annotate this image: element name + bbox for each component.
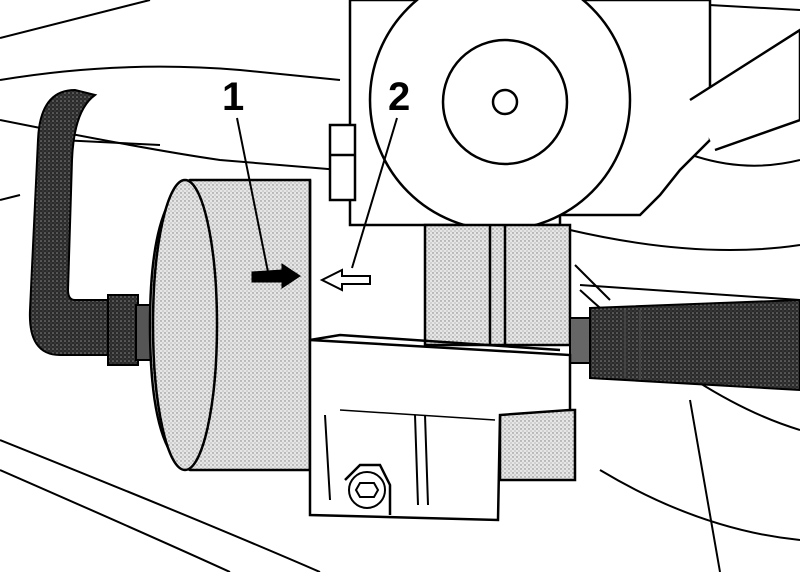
mounting-bolt bbox=[348, 471, 386, 509]
callout-2-label: 2 bbox=[388, 75, 410, 119]
callout-1: 1 bbox=[222, 75, 301, 289]
left-fuel-hose bbox=[28, 88, 155, 366]
flow-arrow-right-icon bbox=[251, 263, 301, 289]
right-fuel-hose bbox=[569, 298, 800, 392]
callout-1-label: 1 bbox=[222, 75, 244, 119]
filter-outlet-block bbox=[423, 223, 577, 482]
flow-arrow-left-outline-icon bbox=[319, 268, 371, 292]
callout-2-leader bbox=[351, 117, 398, 269]
callout-2: 2 bbox=[319, 75, 410, 292]
upper-housing bbox=[328, 0, 800, 232]
fuel-filter-canister bbox=[148, 178, 312, 472]
callout-1-leader bbox=[236, 117, 269, 273]
